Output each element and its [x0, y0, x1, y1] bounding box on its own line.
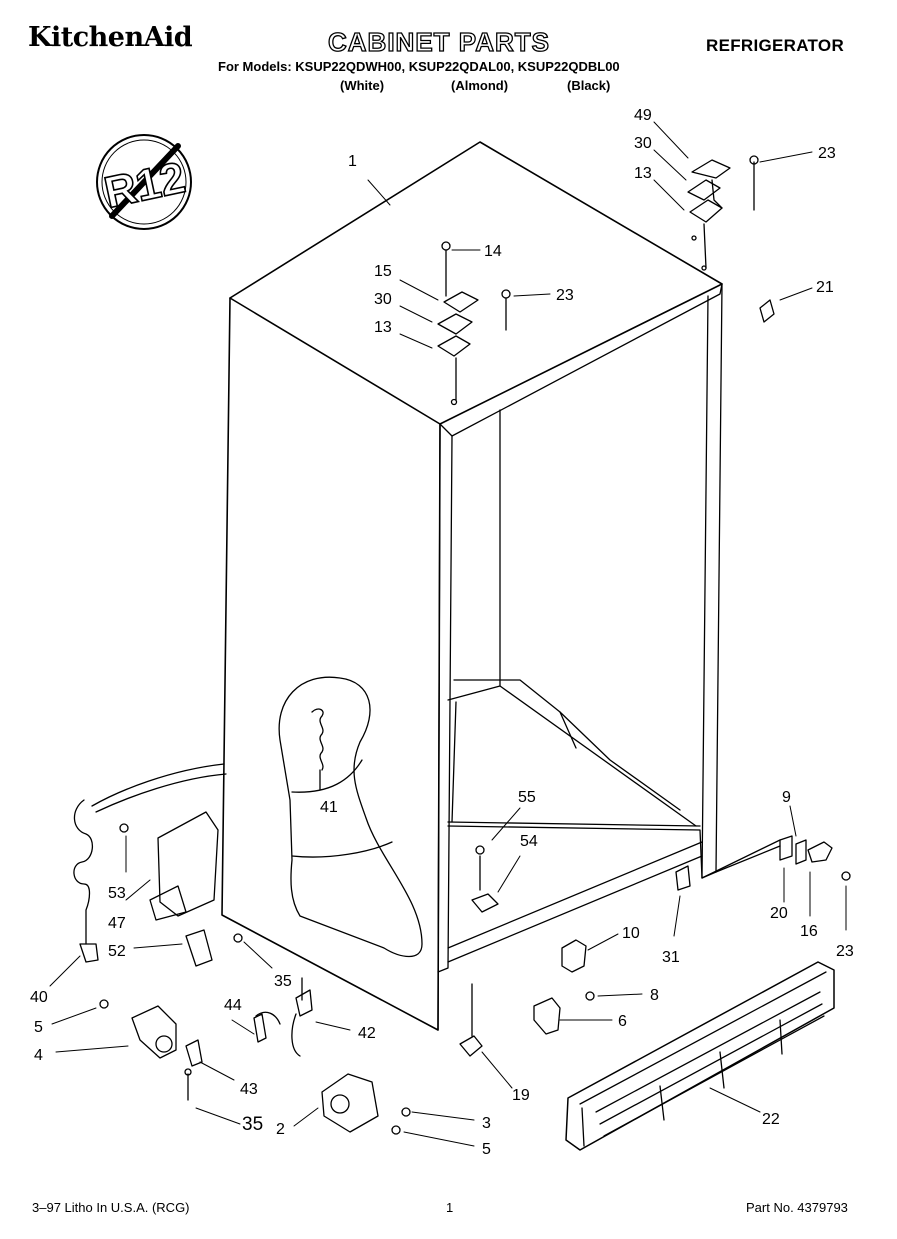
model-list: For Models: KSUP22QDWH00, KSUP22QDAL00, … — [218, 59, 620, 74]
part-19-leveler — [459, 983, 483, 1057]
callout-16: 16 — [800, 923, 818, 940]
callout-13-mid: 13 — [374, 319, 392, 336]
callout-49: 49 — [634, 107, 652, 124]
callout-41: 41 — [320, 799, 338, 816]
callout-43: 43 — [240, 1081, 258, 1098]
callout-23-right: 23 — [836, 943, 854, 960]
callout-14: 14 — [484, 243, 502, 260]
footer-litho: 3–97 Litho In U.S.A. (RCG) — [32, 1200, 190, 1215]
power-cord — [73, 763, 227, 963]
cabinet-shell — [221, 141, 781, 1031]
callout-8: 8 — [650, 987, 659, 1004]
callout-9: 9 — [782, 789, 791, 806]
callout-labels: 1 49 30 13 23 14 15 30 13 23 21 41 9 55 … — [30, 107, 854, 1158]
callout-19: 19 — [512, 1087, 530, 1104]
callout-13-top: 13 — [634, 165, 652, 182]
callout-5-right: 5 — [482, 1141, 491, 1158]
callout-30-top: 30 — [634, 135, 652, 152]
part-35-screw — [184, 1068, 192, 1101]
callout-31: 31 — [662, 949, 680, 966]
callout-42: 42 — [358, 1025, 376, 1042]
callout-54: 54 — [520, 833, 538, 850]
part-54-bracket — [471, 845, 499, 913]
variant-black-label: (Black) — [567, 78, 611, 93]
callout-23-mid: 23 — [556, 287, 574, 304]
footer-page-number: 1 — [446, 1200, 454, 1215]
upper-right-hinge — [687, 155, 759, 271]
appliance-category: REFRIGERATOR — [706, 36, 845, 55]
lower-right-hinge-bracket — [779, 835, 851, 881]
variant-white-label: (White) — [340, 78, 385, 93]
callout-6: 6 — [618, 1013, 627, 1030]
callout-leaders — [49, 121, 847, 1147]
callout-4: 4 — [34, 1047, 43, 1064]
left-roller-assembly — [99, 999, 177, 1059]
r12-badge-text: R12 — [100, 153, 189, 218]
part-43-clip — [185, 1013, 267, 1067]
callout-3: 3 — [482, 1115, 491, 1132]
callout-52: 52 — [108, 943, 126, 960]
callout-44: 44 — [224, 997, 242, 1014]
callout-15: 15 — [374, 263, 392, 280]
callout-22: 22 — [762, 1111, 780, 1128]
footer-part-number: Part No. 4379793 — [746, 1200, 848, 1215]
wiring-coil — [311, 708, 324, 791]
toe-grille — [565, 961, 835, 1151]
callout-20: 20 — [770, 905, 788, 922]
callout-21: 21 — [816, 279, 834, 296]
part-10-block — [561, 939, 587, 973]
callout-40: 40 — [30, 989, 48, 1006]
part-6-roller-bracket — [533, 991, 595, 1035]
part-21-clip — [759, 299, 775, 323]
no-r12-prohibition-icon — [96, 134, 192, 230]
callout-35-lower: 35 — [242, 1114, 263, 1135]
callout-55: 55 — [518, 789, 536, 806]
upper-left-hinge — [437, 241, 511, 406]
callout-1: 1 — [348, 153, 357, 170]
brand-logo: KitchenAid — [28, 22, 193, 53]
callout-2: 2 — [276, 1121, 285, 1138]
callout-53: 53 — [108, 885, 126, 902]
callout-35-upper: 35 — [274, 973, 292, 990]
page-title: CABINET PARTS — [327, 26, 550, 57]
variant-almond-label: (Almond) — [451, 78, 509, 93]
callout-47: 47 — [108, 915, 126, 932]
callout-23-top: 23 — [818, 145, 836, 162]
part-31-clip — [675, 865, 691, 891]
cabinet-control-box — [119, 811, 243, 967]
callout-30-mid: 30 — [374, 291, 392, 308]
right-roller-assembly — [321, 1073, 411, 1135]
part-42-wire — [255, 977, 313, 1057]
callout-5-left: 5 — [34, 1019, 43, 1036]
callout-10: 10 — [622, 925, 640, 942]
cabinet-side-cutout — [278, 676, 423, 958]
